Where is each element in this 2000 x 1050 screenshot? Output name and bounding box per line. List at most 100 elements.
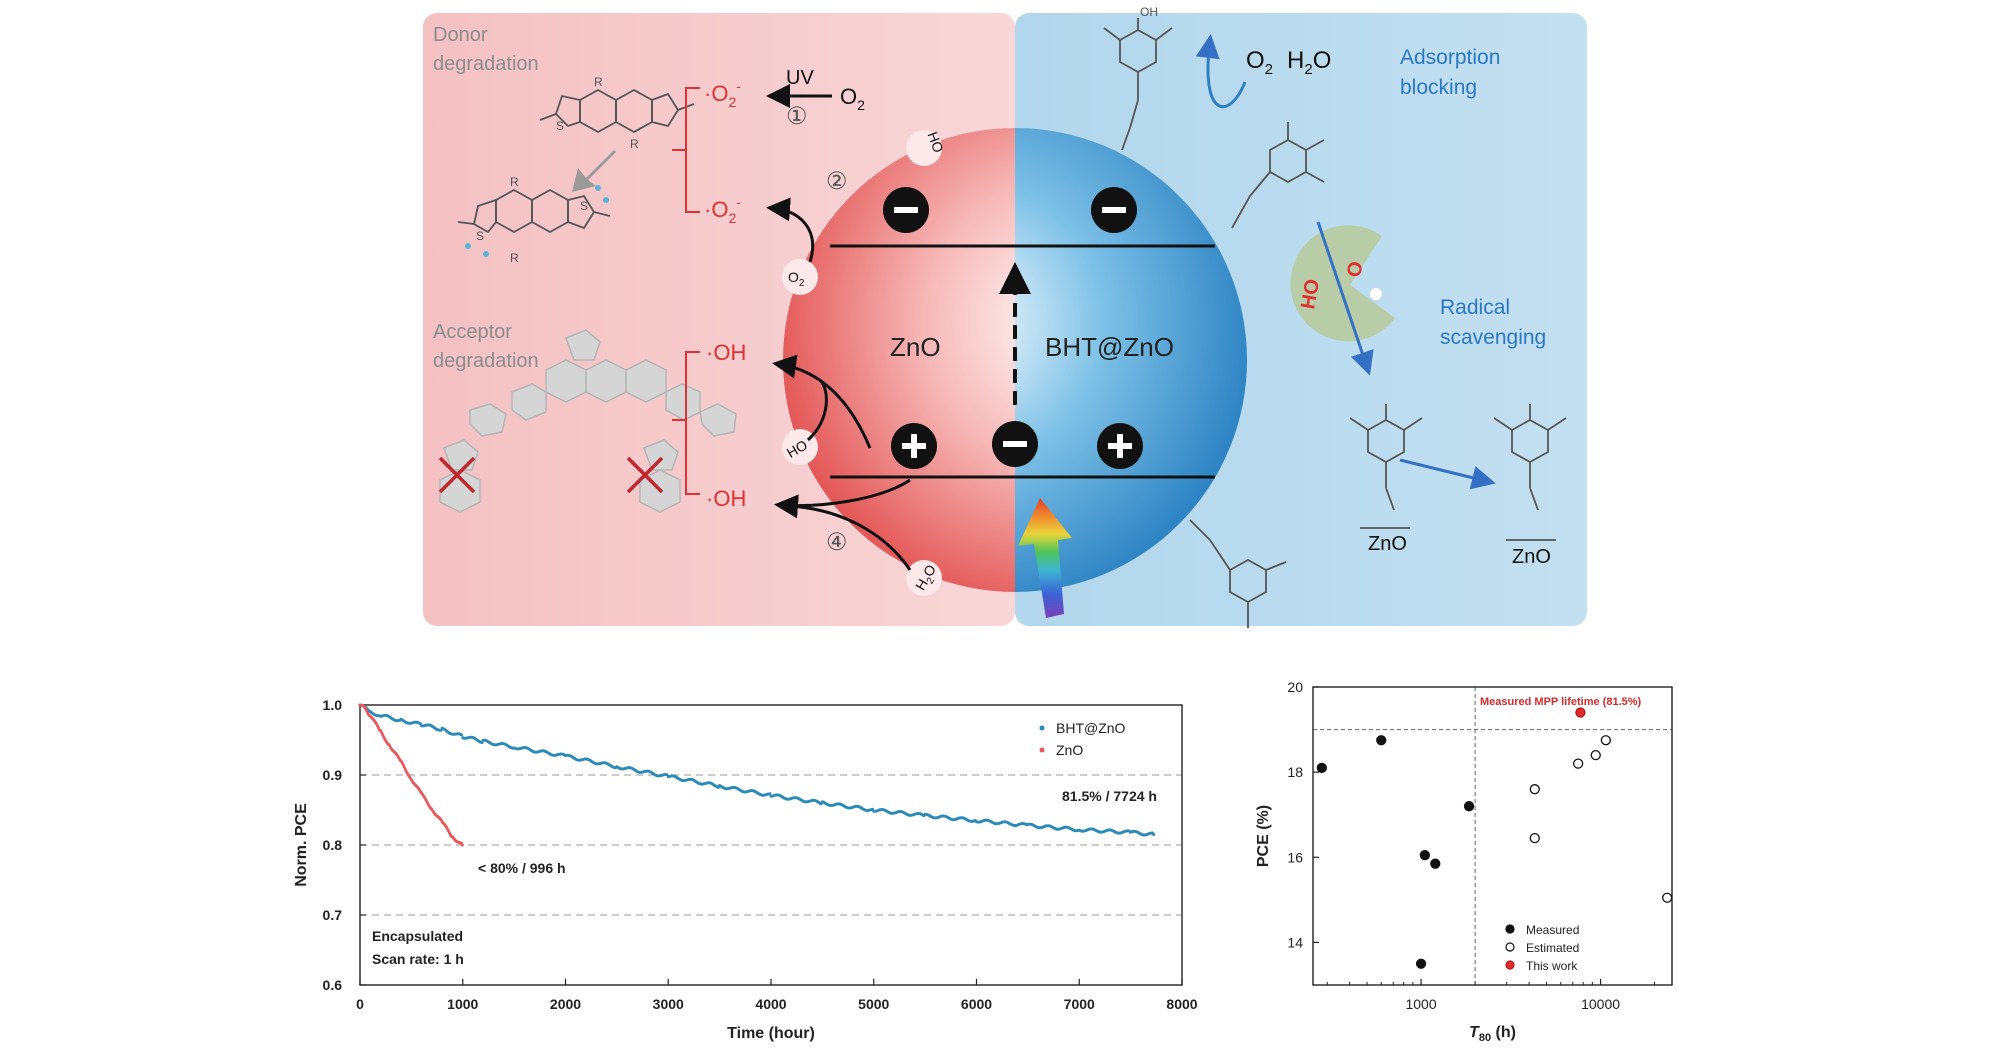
data-point bbox=[806, 800, 810, 804]
data-point bbox=[875, 809, 879, 813]
data-point bbox=[1415, 958, 1427, 969]
radical-o2-label: O bbox=[1343, 260, 1367, 279]
data-point bbox=[1091, 827, 1095, 831]
data-point bbox=[516, 747, 520, 751]
donor-s-atom: S bbox=[556, 119, 564, 133]
data-point bbox=[1113, 830, 1117, 834]
data-point bbox=[610, 765, 614, 769]
data-point bbox=[466, 736, 470, 740]
data-point bbox=[1125, 829, 1129, 833]
data-point bbox=[880, 808, 884, 811]
data-point bbox=[590, 760, 594, 764]
data-point bbox=[719, 784, 723, 788]
donor-r-bottom: R bbox=[630, 137, 639, 151]
data-point bbox=[1590, 749, 1601, 761]
data-point bbox=[937, 815, 941, 819]
data-point bbox=[752, 789, 756, 793]
x-tick-label: 8000 bbox=[1166, 996, 1197, 1012]
data-point bbox=[841, 804, 845, 807]
data-point bbox=[631, 767, 635, 771]
data-point bbox=[361, 704, 365, 708]
data-point bbox=[665, 773, 669, 777]
mpp-annotation: Measured MPP lifetime (81.5%) bbox=[1480, 696, 1642, 708]
data-point bbox=[1063, 825, 1067, 829]
data-point bbox=[1027, 822, 1031, 826]
data-point bbox=[391, 717, 395, 721]
data-point bbox=[374, 722, 378, 726]
data-point bbox=[692, 778, 696, 782]
data-point bbox=[450, 732, 454, 736]
condition-label: Scan rate: 1 h bbox=[372, 951, 464, 967]
data-point bbox=[609, 764, 613, 768]
data-point bbox=[839, 802, 843, 806]
data-point bbox=[377, 714, 381, 718]
data-point bbox=[959, 816, 963, 820]
data-point bbox=[445, 827, 449, 831]
data-point bbox=[571, 755, 575, 759]
data-point bbox=[860, 806, 863, 810]
data-point bbox=[671, 774, 675, 778]
hole-icon bbox=[1097, 423, 1143, 469]
data-point bbox=[1131, 829, 1135, 833]
data-point bbox=[787, 797, 791, 801]
data-point bbox=[993, 822, 997, 825]
data-point bbox=[620, 767, 624, 771]
data-point bbox=[405, 721, 409, 725]
o2-source-label: O2 bbox=[840, 84, 865, 113]
data-point bbox=[423, 796, 427, 800]
data-point bbox=[970, 819, 974, 823]
data-point bbox=[599, 761, 603, 765]
data-point bbox=[646, 769, 649, 773]
oxygen-atoms-icon bbox=[465, 185, 609, 257]
data-point bbox=[367, 709, 371, 713]
data-point bbox=[409, 778, 413, 782]
o2-adsorbate-icon: O2 bbox=[782, 259, 818, 295]
bht-molecule-icon bbox=[1103, 18, 1325, 628]
data-point bbox=[1077, 828, 1081, 832]
data-point bbox=[727, 786, 731, 790]
data-point bbox=[951, 818, 955, 822]
radical-scavenging-label: Radical bbox=[1440, 296, 1510, 319]
data-point bbox=[627, 766, 631, 770]
y-tick-label: 16 bbox=[1287, 849, 1303, 865]
data-point bbox=[670, 774, 674, 778]
data-point bbox=[386, 714, 390, 718]
data-point bbox=[398, 718, 402, 722]
data-point bbox=[1039, 826, 1043, 830]
data-point bbox=[1032, 824, 1036, 827]
data-point bbox=[857, 805, 861, 809]
data-point bbox=[1108, 828, 1112, 832]
data-point bbox=[708, 781, 712, 785]
data-point bbox=[543, 749, 547, 753]
data-point bbox=[615, 765, 619, 769]
oxidized-donor-icon bbox=[457, 188, 611, 234]
data-point bbox=[851, 805, 855, 809]
data-point bbox=[1083, 829, 1087, 833]
data-point bbox=[759, 793, 763, 797]
data-point bbox=[459, 841, 463, 845]
data-point bbox=[376, 714, 380, 718]
data-point bbox=[825, 802, 829, 806]
data-point bbox=[576, 758, 580, 762]
data-point bbox=[587, 758, 591, 762]
data-point bbox=[828, 803, 832, 807]
data-point bbox=[448, 833, 452, 837]
data-point bbox=[878, 808, 882, 812]
data-point bbox=[358, 703, 362, 707]
data-point bbox=[411, 781, 415, 785]
data-point bbox=[544, 750, 548, 754]
data-point bbox=[858, 805, 862, 809]
electron-icon bbox=[992, 421, 1038, 467]
data-point bbox=[1006, 821, 1010, 825]
x-tick-label: 5000 bbox=[858, 996, 889, 1012]
data-point bbox=[484, 739, 488, 742]
data-point bbox=[388, 744, 392, 748]
data-point bbox=[452, 837, 456, 841]
data-point bbox=[1529, 832, 1540, 844]
bht-zno-label: BHT@ZnO bbox=[1045, 332, 1174, 362]
data-point bbox=[611, 765, 615, 769]
data-point bbox=[643, 769, 647, 773]
data-point bbox=[681, 779, 685, 783]
quinone-methide-icon bbox=[1493, 404, 1567, 541]
data-point bbox=[371, 718, 375, 721]
